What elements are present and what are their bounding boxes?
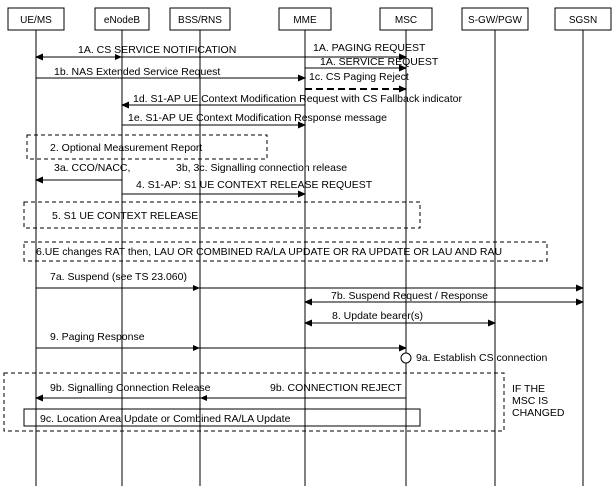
- entity-headers: [7, 7, 612, 31]
- entity-box-enodeb: [94, 7, 150, 31]
- label-1d: 1d. S1-AP UE Context Modification Reques…: [133, 93, 462, 105]
- crossing-head-bss-9b: [200, 395, 207, 401]
- label-9a: 9a. Establish CS connection: [416, 352, 547, 364]
- message-labels: 1A. CS SERVICE NOTIFICATION 1A. PAGING R…: [36, 42, 547, 425]
- label-3b: 3b, 3c. Signalling connection release: [176, 162, 347, 174]
- label-1e: 1e. S1-AP UE Context Modification Respon…: [128, 112, 387, 124]
- box-9c-location-update: [23, 408, 421, 427]
- entity-label-ue-ms: UE/MS: [20, 15, 52, 26]
- crossing-head-bss-9: [193, 345, 200, 351]
- label-9: 9. Paging Response: [50, 331, 145, 343]
- label-5: 5. S1 UE CONTEXT RELEASE: [52, 210, 198, 222]
- entity-box-bss-rns: [169, 7, 231, 31]
- label-1a-service-request: 1A. SERVICE REQUEST: [320, 56, 439, 68]
- label-1c: 1c. CS Paging Reject: [309, 71, 409, 83]
- label-4: 4. S1-AP: S1 UE CONTEXT RELEASE REQUEST: [136, 179, 373, 191]
- label-1a-paging-request: 1A. PAGING REQUEST: [313, 42, 426, 54]
- message-arrows: [35, 53, 584, 402]
- entity-label-mme: MME: [293, 15, 317, 26]
- note-line-3: CHANGED: [512, 407, 565, 419]
- crossing-arrowheads: [115, 54, 207, 401]
- procedure-boxes: [3, 134, 548, 432]
- crossing-head-bss-7a: [193, 285, 200, 291]
- box-5-context-release: [23, 201, 421, 229]
- label-7b: 7b. Suspend Request / Response: [331, 290, 488, 302]
- label-1a-cs-notification: 1A. CS SERVICE NOTIFICATION: [78, 44, 236, 56]
- entity-box-sgw-pgw: [461, 7, 529, 31]
- box-2-measurement: [26, 134, 268, 160]
- entity-label-msc: MSC: [395, 15, 417, 26]
- entity-label-bss-rns: BSS/RNS: [178, 15, 222, 26]
- label-3a: 3a. CCO/NACC,: [54, 162, 130, 174]
- entity-box-mme: [278, 7, 332, 31]
- note-line-2: MSC IS: [512, 395, 548, 407]
- box-6-rat-change: [23, 241, 548, 262]
- crossing-head-enodeb-1a: [115, 54, 122, 60]
- msc-changed-note: IF THE MSC IS CHANGED: [512, 383, 565, 419]
- msc-establish-node: [400, 352, 412, 364]
- entity-label-sgw-pgw: S-GW/PGW: [468, 15, 522, 26]
- entity-box-sgsn: [554, 7, 612, 31]
- entity-labels: UE/MS eNodeB BSS/RNS MME MSC S-GW/PGW SG…: [20, 15, 597, 26]
- label-2: 2. Optional Measurement Report: [50, 142, 202, 154]
- note-line-1: IF THE: [512, 383, 545, 395]
- label-6: 6.UE changes RAT then, LAU OR COMBINED R…: [36, 246, 502, 258]
- entity-label-enodeb: eNodeB: [104, 15, 140, 26]
- entity-box-ue-ms: [7, 7, 65, 31]
- label-9b-reject: 9b. CONNECTION REJECT: [270, 382, 402, 394]
- label-1b: 1b. NAS Extended Service Request: [54, 66, 220, 78]
- label-9c: 9c. Location Area Update or Combined RA/…: [40, 413, 291, 425]
- entity-box-msc: [379, 7, 433, 31]
- label-9b-signalling: 9b. Signalling Connection Release: [50, 382, 211, 394]
- label-7a: 7a. Suspend (see TS 23.060): [50, 271, 187, 283]
- box-msc-changed: [3, 372, 505, 432]
- entity-label-sgsn: SGSN: [569, 15, 597, 26]
- label-8: 8. Update bearer(s): [332, 310, 423, 322]
